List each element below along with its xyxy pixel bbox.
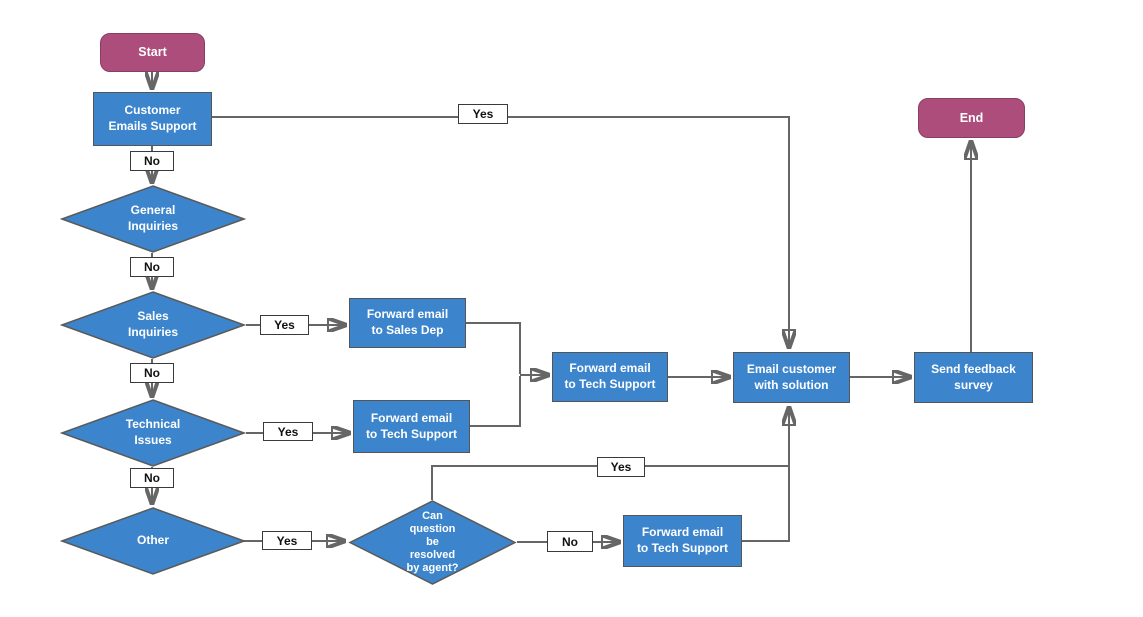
edge-label-general-no: No bbox=[130, 257, 174, 277]
end-terminator: End bbox=[918, 98, 1025, 138]
node-forward-email-tech-support-mid: Forward email to Tech Support bbox=[552, 352, 668, 402]
node-customer-emails-support: Customer Emails Support bbox=[93, 92, 212, 146]
edge-label-other-yes: Yes bbox=[262, 531, 312, 550]
start-terminator: Start bbox=[100, 33, 205, 72]
node-email-customer-with-solution-label: Email customer with solution bbox=[746, 361, 837, 392]
node-email-customer-with-solution: Email customer with solution bbox=[733, 352, 850, 403]
node-customer-emails-support-label: Customer Emails Support bbox=[108, 103, 197, 133]
start-terminator-label: Start bbox=[138, 45, 167, 60]
diamond-shape bbox=[60, 399, 246, 467]
node-forward-email-sales-dep: Forward email to Sales Dep bbox=[349, 298, 466, 348]
edge-label-customer-yes: Yes bbox=[458, 104, 508, 124]
edge-customer-yes-to-email-customer bbox=[212, 116, 789, 347]
diamond-shape bbox=[60, 185, 246, 253]
decision-can-question-be-resolved: Can question be resolved by agent? bbox=[348, 500, 517, 585]
node-forward-email-tech-support-bottom-label: Forward email to Tech Support bbox=[636, 525, 729, 555]
edge-label-technical-yes: Yes bbox=[263, 422, 313, 441]
edge-label-agent-no: No bbox=[547, 531, 593, 552]
node-forward-email-tech-support-bottom: Forward email to Tech Support bbox=[623, 515, 742, 567]
edge-label-sales-no: No bbox=[130, 363, 174, 383]
decision-other-label: Other bbox=[136, 533, 169, 548]
diamond-shape bbox=[60, 291, 246, 359]
node-forward-email-tech-support-right-label: Forward email to Tech Support bbox=[365, 410, 458, 441]
decision-general-inquiries-label: General Inquiries bbox=[127, 203, 178, 233]
decision-can-question-be-resolved-label: Can question be resolved by agent? bbox=[406, 509, 459, 575]
edge-label-technical-no: No bbox=[130, 468, 174, 488]
decision-sales-inquiries-label: Sales Inquiries bbox=[127, 309, 178, 339]
node-send-feedback-survey: Send feedback survey bbox=[914, 352, 1033, 403]
decision-technical-issues-label: Technical Issues bbox=[125, 417, 181, 447]
diamond-shape bbox=[60, 507, 246, 575]
edge-label-sales-yes: Yes bbox=[260, 315, 309, 335]
edge-forward-tech-right-to-merge bbox=[470, 376, 521, 427]
node-forward-email-tech-support-mid-label: Forward email to Tech Support bbox=[564, 361, 656, 391]
node-forward-email-tech-support-right: Forward email to Tech Support bbox=[353, 400, 470, 453]
node-forward-email-sales-dep-label: Forward email to Sales Dep bbox=[366, 307, 449, 337]
node-send-feedback-survey-label: Send feedback survey bbox=[931, 361, 1016, 392]
edge-label-customer-no: No bbox=[130, 151, 174, 171]
decision-sales-inquiries: Sales Inquiries bbox=[60, 291, 246, 359]
diamond-shape bbox=[348, 500, 517, 585]
end-terminator-label: End bbox=[959, 110, 984, 125]
edge-agent-yes-up-right bbox=[431, 465, 789, 500]
edge-forward-sales-to-merge bbox=[466, 322, 521, 374]
edge-label-agent-yes: Yes bbox=[597, 457, 645, 477]
decision-other: Other bbox=[60, 507, 246, 575]
decision-general-inquiries: General Inquiries bbox=[60, 185, 246, 253]
decision-technical-issues: Technical Issues bbox=[60, 399, 246, 467]
